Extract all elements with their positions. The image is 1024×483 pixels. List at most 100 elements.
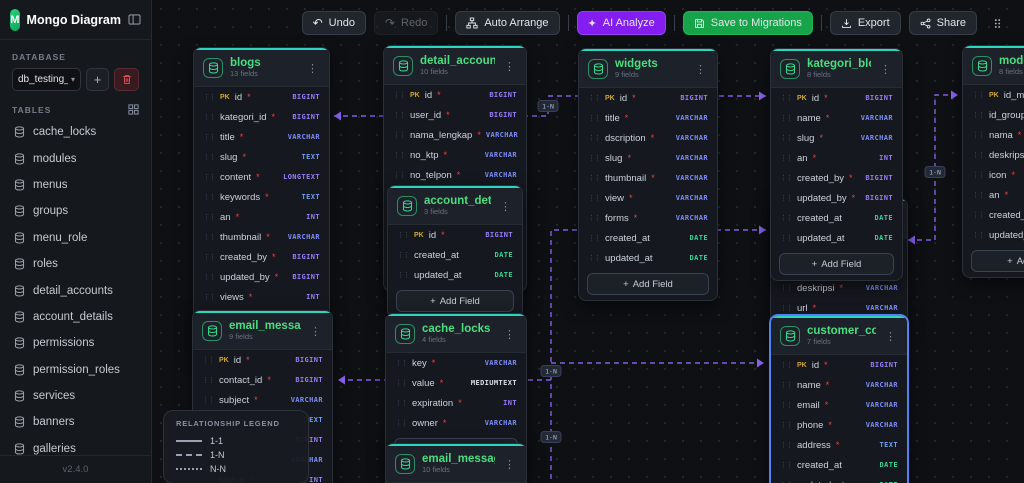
table-card-modules[interactable]: modules8 fields⋮⋮⋮PKid_module*⋮⋮id_group… — [962, 45, 1024, 278]
drag-handle-icon[interactable]: ⋮⋮ — [393, 92, 406, 99]
drag-handle-icon[interactable]: ⋮⋮ — [397, 252, 410, 259]
table-row[interactable]: ⋮⋮slug*VARCHAR — [771, 128, 902, 148]
add-field-button[interactable]: +Add Field — [587, 273, 709, 295]
drag-handle-icon[interactable]: ⋮⋮ — [203, 234, 216, 241]
drag-handle-icon[interactable]: ⋮⋮ — [393, 172, 406, 179]
drag-handle-icon[interactable]: ⋮⋮ — [780, 362, 793, 369]
drag-handle-icon[interactable]: ⋮⋮ — [780, 462, 793, 469]
table-row[interactable]: ⋮⋮expiration*INT — [386, 393, 526, 413]
drag-handle-icon[interactable]: ⋮⋮ — [780, 305, 793, 312]
table-row[interactable]: ⋮⋮owner*VARCHAR — [386, 413, 526, 433]
database-select[interactable]: db_testing_lara ▾ — [12, 68, 81, 91]
drag-handle-icon[interactable]: ⋮⋮ — [203, 114, 216, 121]
more-icon[interactable]: ⋮ — [885, 330, 896, 343]
table-row[interactable]: ⋮⋮kategori_id*BIGINT — [194, 107, 329, 127]
undo-button[interactable]: ↶ Undo — [301, 11, 366, 35]
delete-database-button[interactable] — [114, 68, 139, 91]
table-row[interactable]: ⋮⋮an*INT — [194, 207, 329, 227]
more-icon[interactable]: ⋮ — [504, 328, 515, 341]
save-to-migrations-button[interactable]: Save to Migrations — [682, 11, 813, 35]
drag-handle-icon[interactable]: ⋮⋮ — [780, 235, 793, 242]
table-row[interactable]: ⋮⋮created_at — [963, 205, 1024, 225]
drag-handle-icon[interactable]: ⋮⋮ — [203, 134, 216, 141]
more-icon[interactable]: ⋮ — [310, 325, 321, 338]
drag-handle-icon[interactable]: ⋮⋮ — [588, 115, 601, 122]
table-row[interactable]: ⋮⋮name*VARCHAR — [771, 108, 902, 128]
drag-handle-icon[interactable]: ⋮⋮ — [972, 192, 985, 199]
drag-handle-icon[interactable]: ⋮⋮ — [202, 357, 215, 364]
table-row[interactable]: ⋮⋮phone*VARCHAR — [771, 415, 907, 435]
add-field-button[interactable]: +Add Field — [779, 253, 894, 275]
drag-handle-icon[interactable]: ⋮⋮ — [203, 274, 216, 281]
drag-handle-icon[interactable]: ⋮⋮ — [780, 215, 793, 222]
table-row[interactable]: ⋮⋮email*VARCHAR — [771, 395, 907, 415]
more-icon[interactable]: ⋮ — [307, 62, 318, 75]
drag-handle-icon[interactable]: ⋮⋮ — [780, 195, 793, 202]
table-row[interactable]: ⋮⋮view*VARCHAR — [579, 188, 717, 208]
drag-handle-icon[interactable]: ⋮⋮ — [203, 254, 216, 261]
table-row[interactable]: ⋮⋮created_by*BIGINT — [194, 247, 329, 267]
drag-handle-icon[interactable]: ⋮⋮ — [780, 175, 793, 182]
drag-handle-icon[interactable]: ⋮⋮ — [780, 155, 793, 162]
table-row[interactable]: ⋮⋮nama_lengkap*VARCHAR — [384, 125, 526, 145]
table-row[interactable]: ⋮⋮deskripsi*VARCHAR — [771, 278, 907, 298]
drag-handle-icon[interactable]: ⋮⋮ — [588, 215, 601, 222]
drag-handle-icon[interactable]: ⋮⋮ — [780, 382, 793, 389]
drag-handle-icon[interactable]: ⋮⋮ — [588, 155, 601, 162]
table-row[interactable]: ⋮⋮content*LONGTEXT — [194, 167, 329, 187]
drag-handle-icon[interactable]: ⋮⋮ — [588, 175, 601, 182]
drag-handle-icon[interactable]: ⋮⋮ — [780, 135, 793, 142]
table-row[interactable]: ⋮⋮title*VARCHAR — [194, 127, 329, 147]
table-row[interactable]: ⋮⋮value*MEDIUMTEXT — [386, 373, 526, 393]
drag-handle-icon[interactable]: ⋮⋮ — [395, 400, 408, 407]
table-row[interactable]: ⋮⋮thumbnail*VARCHAR — [579, 168, 717, 188]
table-row[interactable]: ⋮⋮thumbnail*VARCHAR — [194, 227, 329, 247]
drag-handle-icon[interactable]: ⋮⋮ — [780, 442, 793, 449]
more-options-button[interactable] — [985, 11, 1010, 35]
table-row[interactable]: ⋮⋮title*VARCHAR — [579, 108, 717, 128]
more-icon[interactable]: ⋮ — [500, 200, 511, 213]
drag-handle-icon[interactable]: ⋮⋮ — [203, 194, 216, 201]
table-row[interactable]: ⋮⋮key*VARCHAR — [386, 353, 526, 373]
drag-handle-icon[interactable]: ⋮⋮ — [202, 377, 215, 384]
table-row[interactable]: ⋮⋮address*TEXT — [771, 435, 907, 455]
sidebar-item-galleries[interactable]: galleries — [0, 436, 151, 462]
table-row[interactable]: ⋮⋮no_ktp*VARCHAR — [384, 145, 526, 165]
drag-handle-icon[interactable]: ⋮⋮ — [588, 95, 601, 102]
add-database-button[interactable]: + — [86, 68, 109, 91]
table-row[interactable]: ⋮⋮icon* — [963, 165, 1024, 185]
table-row[interactable]: ⋮⋮updated_by*BIGINT — [194, 267, 329, 287]
drag-handle-icon[interactable]: ⋮⋮ — [202, 397, 215, 404]
drag-handle-icon[interactable]: ⋮⋮ — [972, 112, 985, 119]
grid-view-icon[interactable] — [128, 104, 139, 115]
sidebar-item-modules[interactable]: modules — [0, 145, 151, 171]
more-icon[interactable]: ⋮ — [504, 458, 515, 471]
drag-handle-icon[interactable]: ⋮⋮ — [203, 214, 216, 221]
drag-handle-icon[interactable]: ⋮⋮ — [203, 154, 216, 161]
more-icon[interactable]: ⋮ — [504, 60, 515, 73]
sidebar-item-services[interactable]: services — [0, 383, 151, 409]
drag-handle-icon[interactable]: ⋮⋮ — [972, 132, 985, 139]
table-row[interactable]: ⋮⋮no_telpon*VARCHAR — [384, 165, 526, 185]
drag-handle-icon[interactable]: ⋮⋮ — [397, 232, 410, 239]
table-row[interactable]: ⋮⋮contact_id*BIGINT — [193, 370, 332, 390]
table-row[interactable]: ⋮⋮an*INT — [771, 148, 902, 168]
drag-handle-icon[interactable]: ⋮⋮ — [780, 115, 793, 122]
sidebar-item-groups[interactable]: groups — [0, 198, 151, 224]
drag-handle-icon[interactable]: ⋮⋮ — [393, 152, 406, 159]
drag-handle-icon[interactable]: ⋮⋮ — [395, 360, 408, 367]
table-row[interactable]: ⋮⋮name*VARCHAR — [771, 375, 907, 395]
drag-handle-icon[interactable]: ⋮⋮ — [972, 212, 985, 219]
